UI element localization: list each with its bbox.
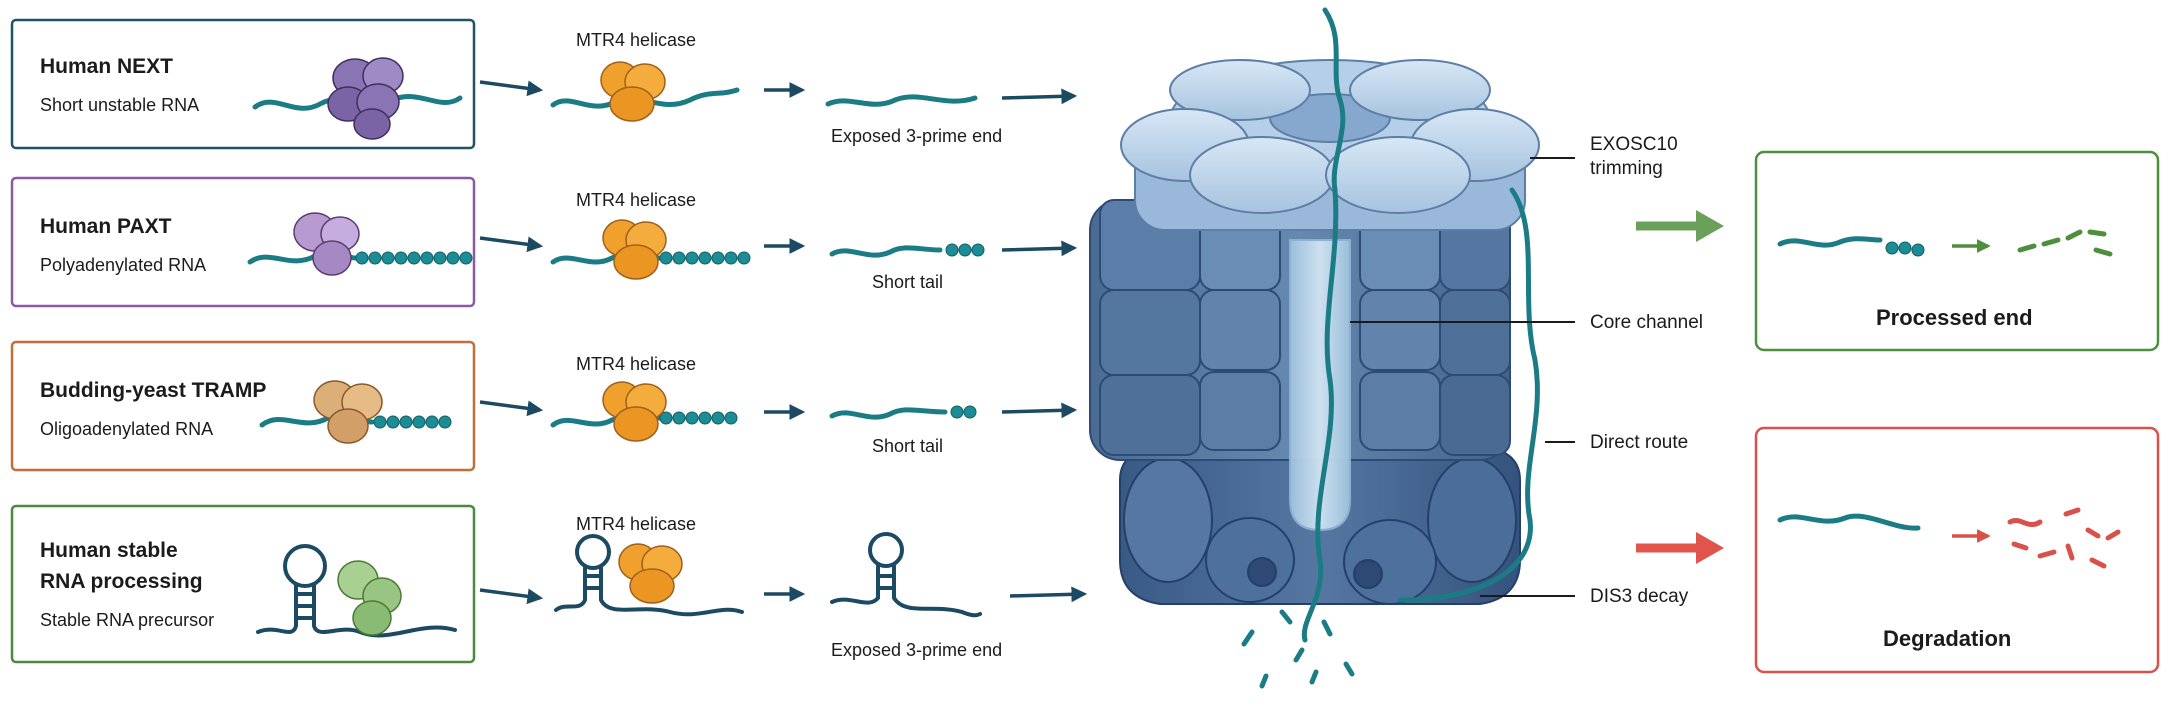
product-label: Short tail — [872, 436, 943, 456]
polya-tail-icon — [659, 251, 751, 265]
product-step-1: Exposed 3-prime end — [825, 94, 1002, 146]
pathway-title: Budding-yeast TRAMP — [40, 379, 266, 402]
exosc10-label: EXOSC10 — [1590, 134, 1678, 155]
outcome-arrow-degradation — [1636, 532, 1724, 564]
helicase-label: MTR4 helicase — [576, 514, 696, 534]
outcome-processed: Processed end — [1754, 150, 2160, 352]
mtr4-helicase-icon — [602, 381, 667, 442]
helicase-step-3: MTR4 helicase — [550, 354, 738, 442]
cap-ring — [1120, 59, 1540, 231]
next-complex-icon — [327, 57, 404, 140]
pathway-title-line2: RNA processing — [40, 570, 203, 593]
pathway-paxt: Human PAXT Polyadenylated RNA — [10, 176, 476, 308]
helicase-label: MTR4 helicase — [576, 190, 696, 210]
product-label: Exposed 3-prime end — [831, 640, 1002, 660]
rna-threading-strand — [1301, 7, 1346, 643]
mtr4-helicase-icon — [600, 61, 666, 122]
rna-strand-icon — [1777, 513, 1921, 531]
outcome-box — [1754, 426, 2160, 674]
core-channel-label: Core channel — [1590, 312, 1703, 333]
pathway-box — [10, 18, 476, 150]
rna-strand-icon — [829, 407, 948, 420]
processed-end-label: Processed end — [1876, 305, 2033, 330]
exosc10-label-line2: trimming — [1590, 158, 1663, 179]
short-tail-icon — [950, 405, 977, 419]
trimmed-fragments-icon — [2017, 229, 2113, 257]
product-step-2: Short tail — [829, 243, 985, 292]
hairpin-rna-icon — [830, 532, 982, 618]
pathway-subtitle: Stable RNA precursor — [40, 610, 214, 630]
flow-arrows-1 — [479, 80, 544, 605]
dis3-decay-label: DIS3 decay — [1590, 586, 1689, 607]
hairpin-rna-icon — [554, 534, 744, 617]
pathway-subtitle: Short unstable RNA — [40, 95, 199, 115]
rna-direct-route-strand — [1397, 187, 1540, 603]
rna-strand-icon — [1777, 236, 1883, 248]
paxt-complex-icon — [293, 212, 360, 276]
helicase-step-2: MTR4 helicase — [550, 190, 751, 280]
degraded-nucleotides-icon — [1241, 609, 1355, 689]
outcome-degradation: Degradation — [1754, 426, 2160, 674]
exosome-labels: EXOSC10 trimming Core channel Direct rou… — [1350, 134, 1703, 607]
pathway-box — [10, 340, 476, 472]
short-tail-icon — [1885, 241, 1925, 257]
pathway-next: Human NEXT Short unstable RNA — [10, 18, 476, 150]
helicase-label: MTR4 helicase — [576, 354, 696, 374]
pathway-title: Human stable — [40, 539, 178, 562]
mtr4-helicase-icon — [618, 543, 683, 604]
rna-exosome-complex — [1089, 7, 1540, 689]
product-step-3: Short tail — [829, 405, 977, 456]
pathway-box — [10, 176, 476, 308]
degradation-label: Degradation — [1883, 626, 2011, 651]
outcome-box — [1754, 150, 2160, 352]
degraded-fragments-icon — [2007, 507, 2121, 569]
pathway-subtitle: Polyadenylated RNA — [40, 255, 206, 275]
helicase-label: MTR4 helicase — [576, 30, 696, 50]
mtr4-helicase-icon — [602, 219, 667, 280]
pathway-title: Human PAXT — [40, 215, 172, 238]
pathway-tramp: Budding-yeast TRAMP Oligoadenylated RNA — [10, 340, 476, 472]
rna-strand-icon — [825, 94, 978, 107]
rna-strand-icon — [829, 245, 943, 258]
pathway-subtitle: Oligoadenylated RNA — [40, 419, 213, 439]
helicase-step-4: MTR4 helicase — [554, 514, 744, 617]
hairpin-rna-icon — [256, 544, 457, 638]
outcome-arrow-processed — [1636, 210, 1724, 242]
flow-arrows-3 — [1001, 88, 1088, 603]
short-tail-icon — [945, 243, 985, 257]
pathway-title: Human NEXT — [40, 55, 173, 78]
polya-tail-icon — [659, 411, 738, 425]
flow-arrows-2 — [764, 82, 806, 602]
product-label: Exposed 3-prime end — [831, 126, 1002, 146]
product-label: Short tail — [872, 272, 943, 292]
helicase-step-1: MTR4 helicase — [550, 30, 740, 122]
product-step-4: Exposed 3-prime end — [830, 532, 1002, 660]
tramp-complex-icon — [313, 380, 383, 444]
polya-tail-icon — [355, 251, 473, 265]
pathway-stable: Human stable RNA processing Stable RNA p… — [10, 504, 476, 664]
direct-route-label: Direct route — [1590, 432, 1688, 453]
processing-complex-icon — [337, 560, 402, 636]
oligoa-tail-icon — [373, 415, 452, 429]
